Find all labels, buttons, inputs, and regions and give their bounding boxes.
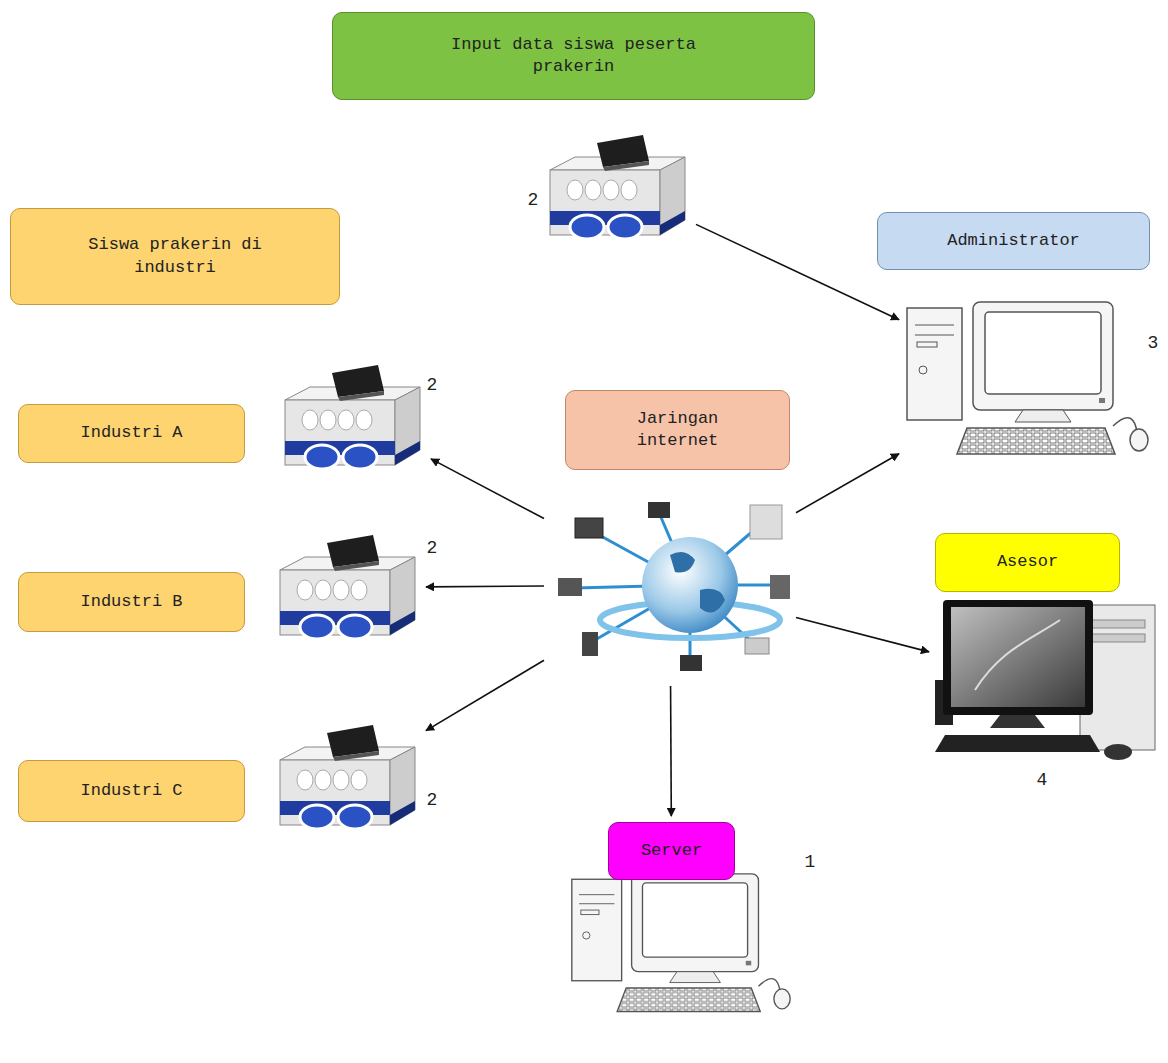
node-text: Industri C	[80, 780, 182, 802]
callout-number: 2	[427, 538, 438, 558]
industry-box: Industri B	[18, 572, 245, 632]
node-text: Siswa prakerin di industri	[85, 234, 265, 278]
network-box: Jaringan internet	[565, 390, 790, 470]
industry-box: Industri A	[18, 404, 245, 463]
role-box: Server	[608, 822, 735, 880]
node-text: Asesor	[997, 551, 1058, 573]
role-box: Asesor	[935, 533, 1120, 592]
node-text: Input data siswa peserta prakerin	[439, 34, 709, 78]
device-icon	[280, 725, 415, 829]
role-box: Administrator	[877, 212, 1150, 270]
device-icon	[285, 365, 420, 469]
node-text: Industri A	[80, 422, 182, 444]
group-box: Siswa prakerin di industri	[10, 208, 340, 305]
device-icon	[280, 535, 415, 639]
node-text: Server	[641, 840, 702, 862]
callout-number: 2	[528, 190, 539, 210]
arrow-connector	[696, 224, 899, 319]
callout-number: 3	[1148, 333, 1159, 353]
computer-icon	[572, 874, 790, 1012]
arrow-connector	[796, 618, 929, 652]
input-box: Input data siswa peserta prakerin	[332, 12, 815, 100]
computer-icon	[935, 600, 1155, 760]
callout-number: 2	[427, 375, 438, 395]
node-text: Industri B	[80, 591, 182, 613]
arrow-connector	[670, 686, 672, 816]
arrow-connector	[426, 660, 544, 730]
node-text: Administrator	[947, 230, 1080, 252]
callout-number: 4	[1037, 770, 1048, 790]
callout-number: 2	[427, 790, 438, 810]
node-text: Jaringan internet	[623, 408, 733, 452]
computer-icon	[907, 302, 1148, 454]
industry-box: Industri C	[18, 760, 245, 822]
arrow-connector	[431, 459, 544, 519]
callout-number: 1	[805, 852, 816, 872]
device-icon	[550, 135, 685, 239]
internet-icon	[558, 502, 790, 671]
arrow-connector	[796, 454, 899, 513]
arrow-connector	[426, 585, 544, 588]
